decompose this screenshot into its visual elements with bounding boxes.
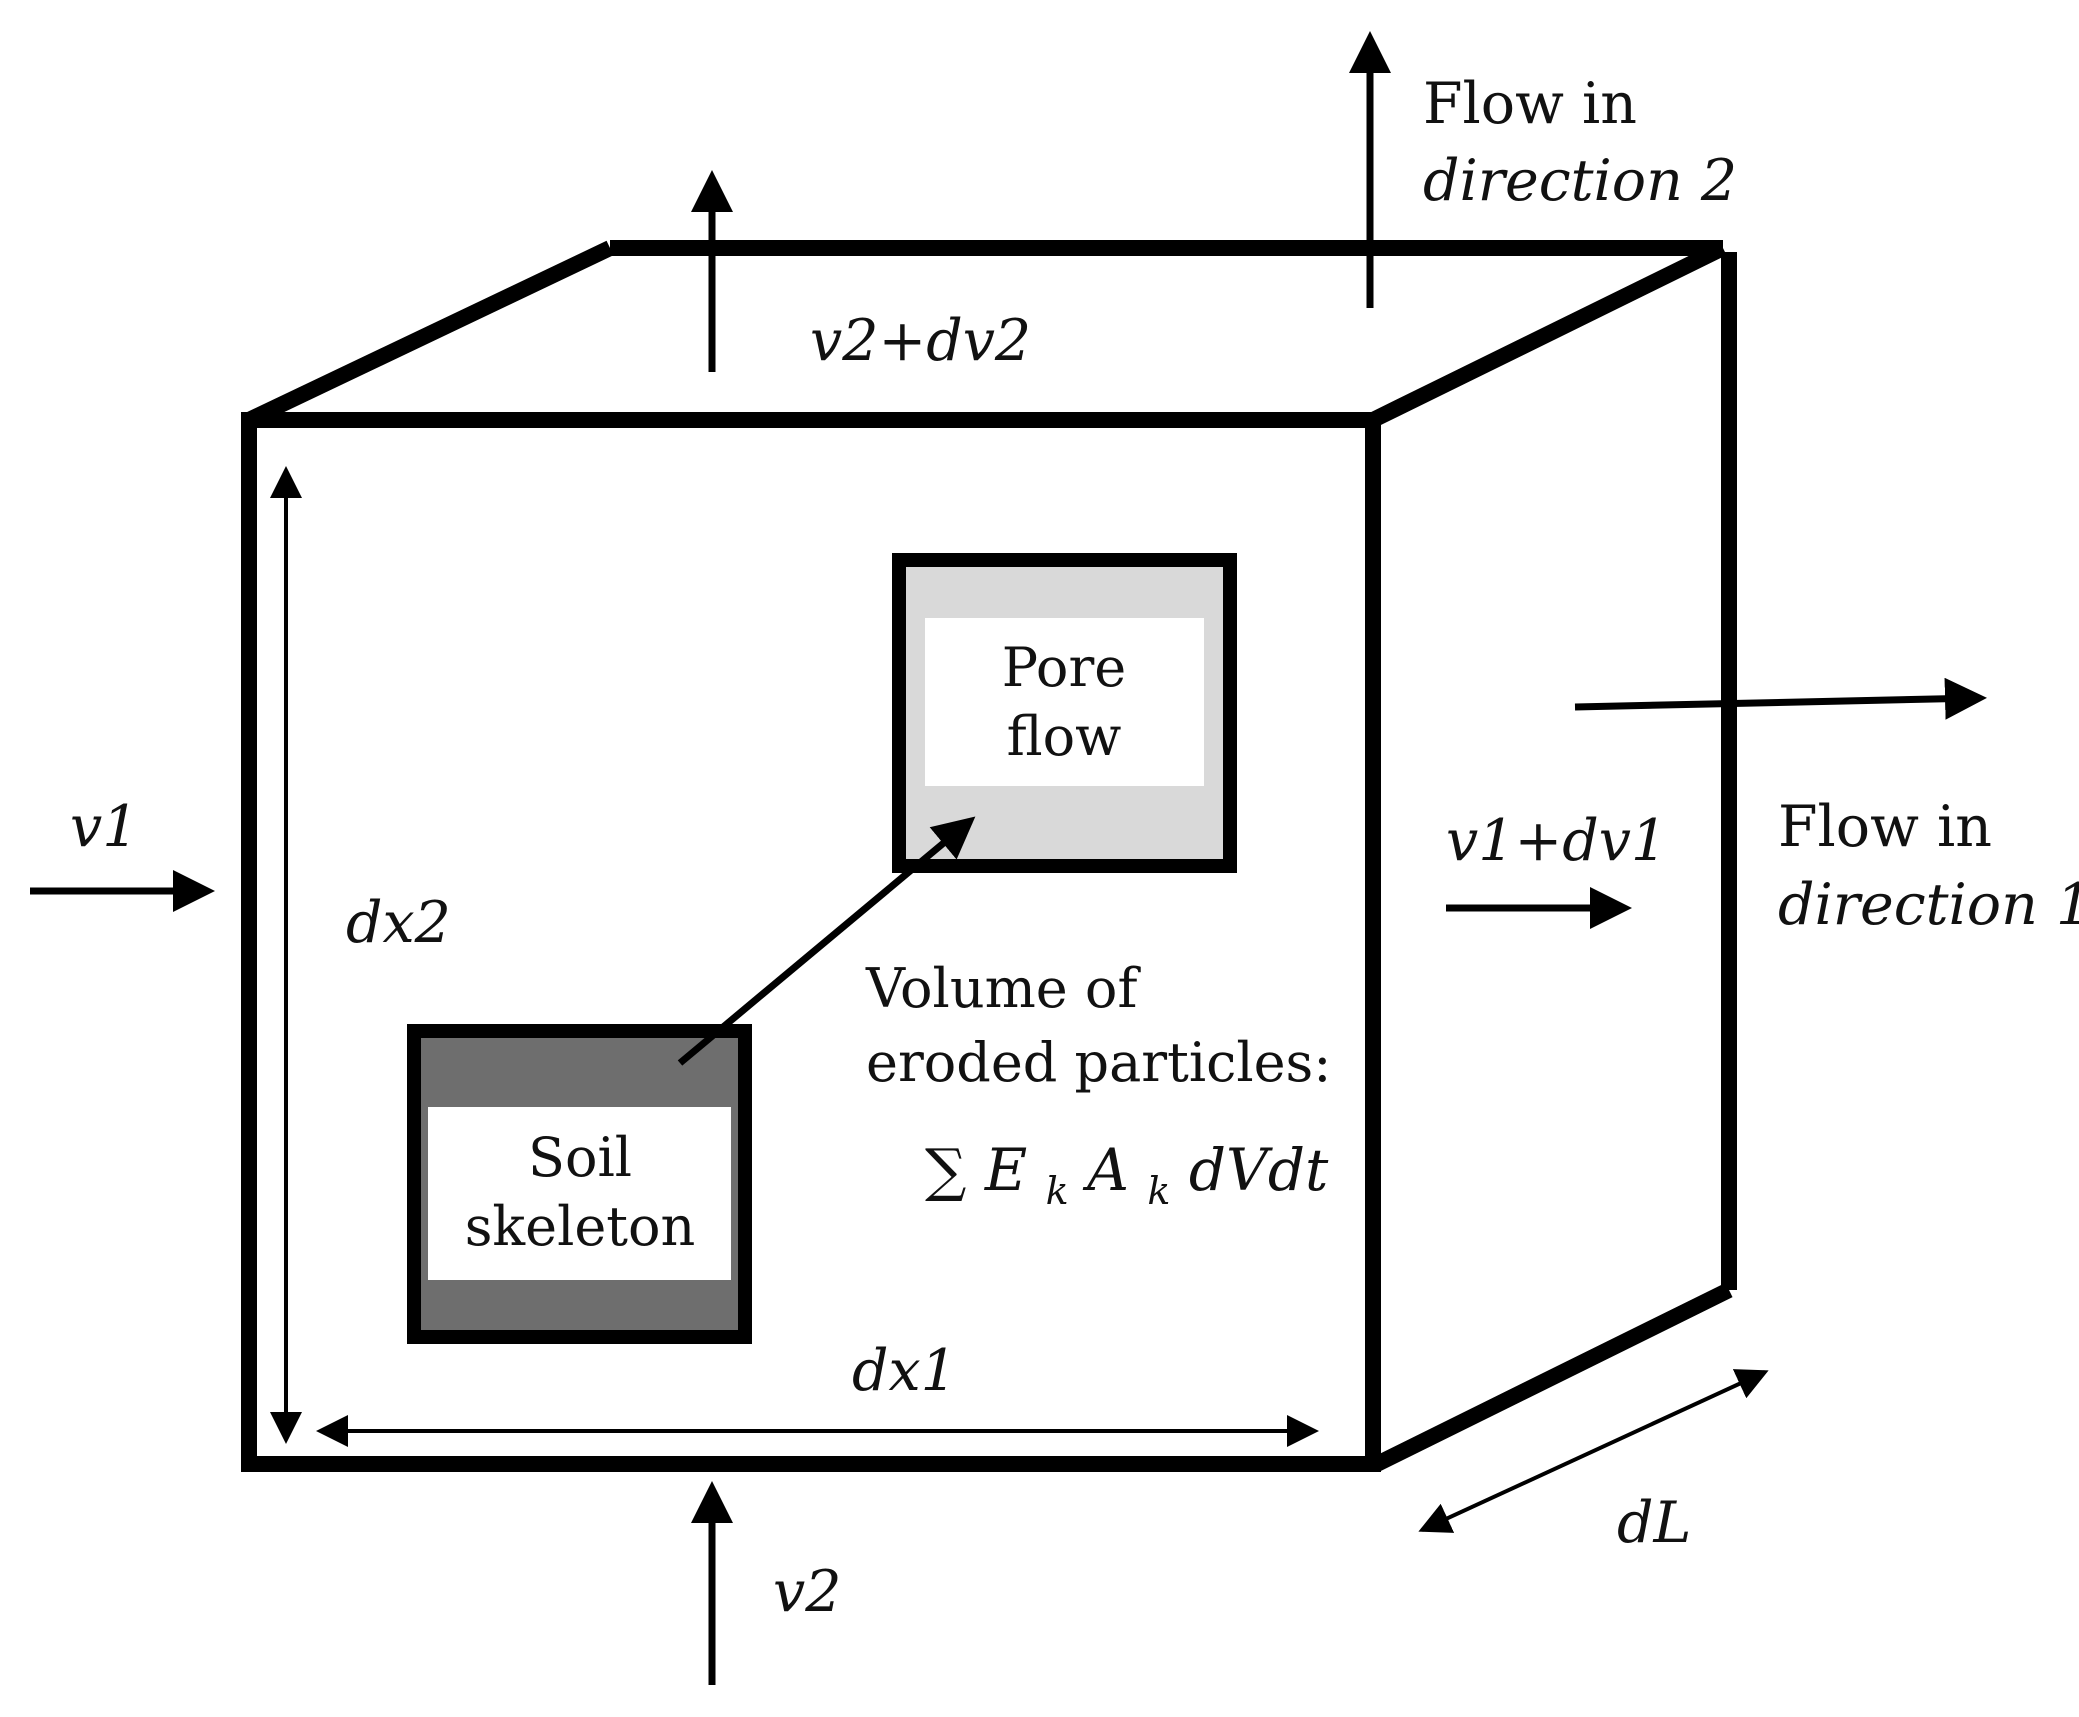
pore-flow-inner-panel [925, 618, 1204, 786]
formula-A: A [1082, 1136, 1129, 1204]
cube-bottom-right-edge [1373, 1282, 1733, 1472]
flow-direction1-label-line2: direction 1 [1778, 872, 2079, 938]
cube-top-right-edge [1369, 240, 1727, 428]
direction1-flow-arrow [1574, 677, 1987, 720]
v2-dv2-label: v2+dv2 [810, 308, 1031, 374]
pore-flow-label-line1: Pore [1002, 636, 1126, 699]
soil-skeleton-inner-panel [428, 1107, 731, 1280]
formula-E: E [984, 1136, 1027, 1204]
flow-direction1-label-line1: Flow in [1778, 794, 1992, 860]
erosion-volume-formula: ∑ E k A k dVdt [925, 1136, 1329, 1218]
erosion-transfer-arrow [677, 816, 976, 1066]
soil-skeleton-label-line1: Soil [528, 1126, 632, 1189]
formula-k-subscript-1: k [1046, 1169, 1069, 1213]
dx2-label: dx2 [346, 890, 451, 956]
v2-label: v2 [773, 1559, 841, 1625]
flow-direction2-label-line1: Flow in [1423, 71, 1637, 137]
soil-skeleton-label-line2: skeleton [465, 1195, 696, 1258]
v1-dv1-label: v1+dv1 [1446, 808, 1667, 874]
dL-label: dL [1617, 1490, 1691, 1556]
dL-dimension-arrow [1418, 1369, 1769, 1533]
dx1-label: dx1 [852, 1338, 957, 1404]
v1-label: v1 [70, 794, 138, 860]
formula-dVdt: dVdt [1189, 1136, 1329, 1204]
cube-front-face [241, 412, 1381, 1472]
volume-eroded-label-line2: eroded particles: [866, 1031, 1331, 1094]
volume-eroded-label-line1: Volume of [865, 957, 1141, 1020]
formula-k-subscript-2: k [1147, 1169, 1170, 1213]
formula-sum-symbol: ∑ [925, 1136, 966, 1204]
flow-direction2-label-line2: direction 2 [1423, 148, 1737, 214]
cube-top-left-edge [245, 240, 614, 428]
pore-flow-label-line2: flow [1007, 705, 1122, 768]
